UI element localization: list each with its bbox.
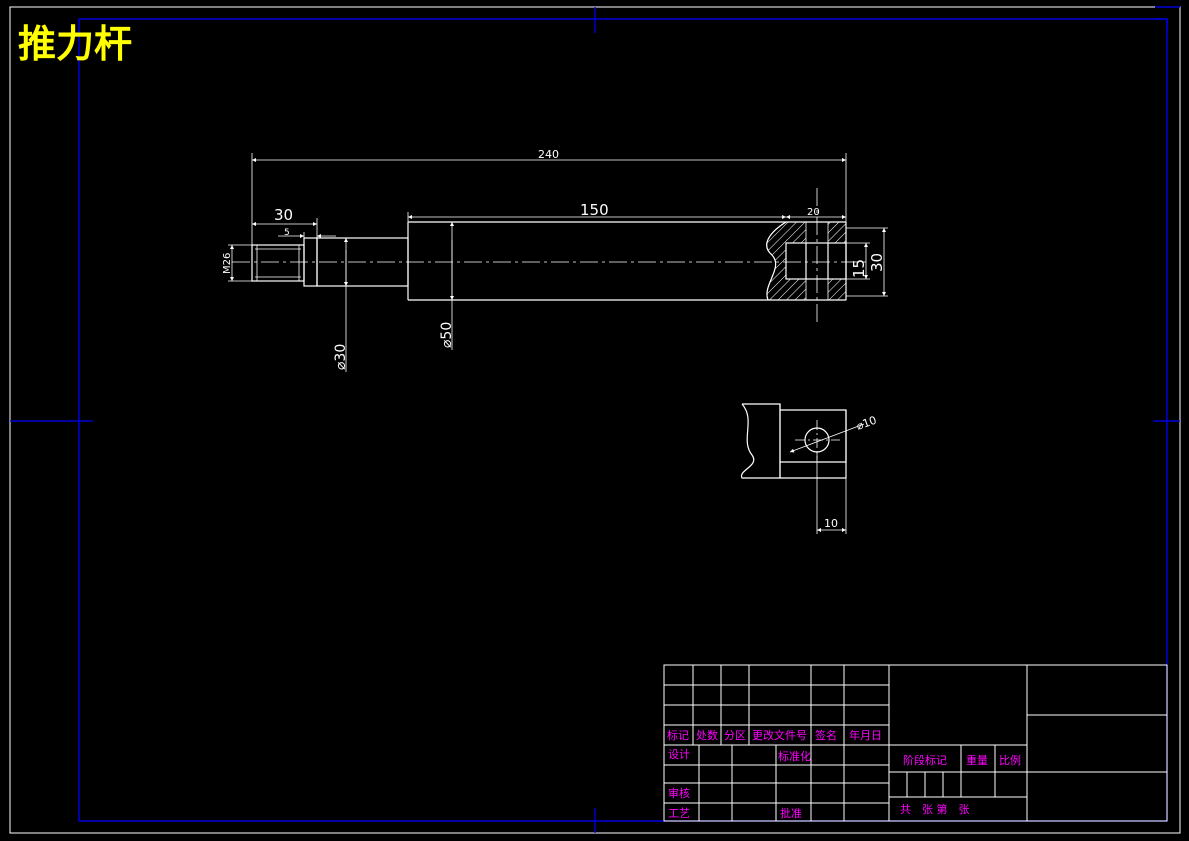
dim-overall-length: 240 [538,148,559,161]
centering-marks [10,6,1180,833]
tb-process: 工艺 [668,807,690,820]
title-block [663,664,1168,822]
tb-review: 审核 [668,786,690,800]
main-body [407,221,786,301]
tb-approve: 批准 [780,806,802,820]
dim-hole-offset: 10 [824,517,838,530]
tb-header-signature: 签名 [815,728,837,742]
dim-body-dia: ⌀50 [439,322,455,348]
dim-thread-size: M26 [222,253,233,274]
section-hatching [766,221,847,301]
dim-slot-width: 15 [850,259,868,278]
tb-scale: 比例 [999,753,1021,767]
tb-sheet-info: 共 张 第 张 [900,802,970,816]
tb-header-change-doc: 更改文件号 [752,728,807,742]
drawing-frame [78,18,1168,822]
detail-dimensions [789,423,865,534]
detail-centerlines [795,420,840,460]
drawing-title: 推力杆 [18,22,132,66]
dim-end-height: 30 [868,253,886,272]
tb-header-mark: 标记 [667,728,689,742]
dim-chamfer: 5 [284,228,290,238]
tb-standardization: 标准化 [778,749,811,763]
dim-body-length: 150 [580,201,609,219]
tb-design: 设计 [668,748,690,761]
tb-stage-mark: 阶段标记 [903,753,947,767]
tb-header-count: 处数 [696,729,718,742]
dim-thread-length: 30 [274,206,293,224]
dimension-arrows-dia [344,240,454,300]
centerlines [232,188,866,325]
tb-weight: 重量 [966,753,988,767]
tb-header-date: 年月日 [849,728,882,742]
dim-slot-depth: 20 [807,207,820,218]
tb-header-zone: 分区 [724,729,746,742]
fork-hole [805,243,829,279]
dimension-lines [228,153,888,372]
dim-neck-dia: ⌀30 [333,344,349,370]
